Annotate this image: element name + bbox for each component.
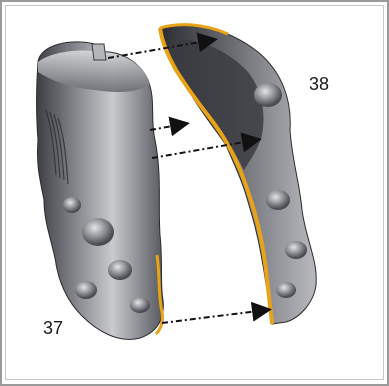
arrow-mid-upper [150, 124, 184, 130]
part-label-37: 37 [43, 318, 63, 339]
part-37-shape [37, 42, 164, 340]
part-38-shape [160, 24, 316, 324]
part-label-38: 38 [309, 74, 329, 95]
arrow-bottom [162, 310, 266, 323]
